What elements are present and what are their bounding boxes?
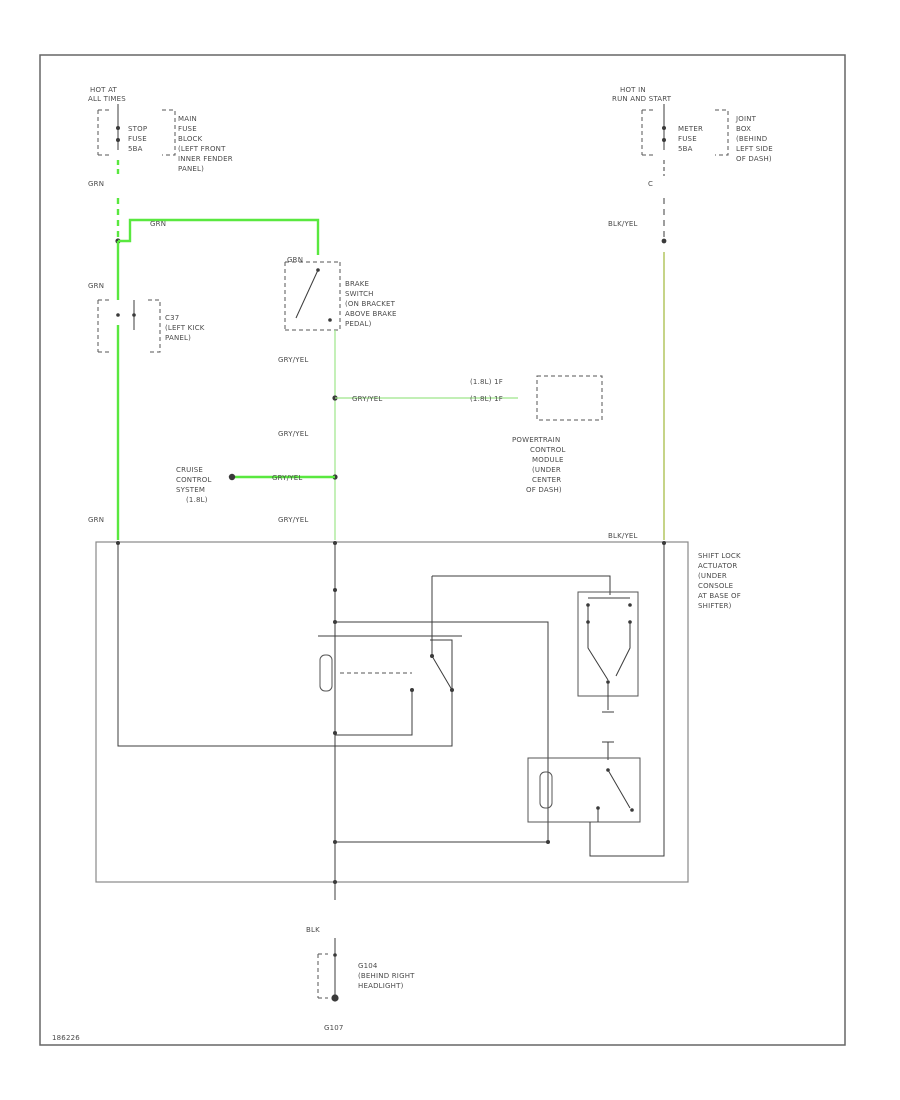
diagram-label: CONTROL [530, 446, 566, 454]
c37-connector: C37 (LEFT KICK PANEL) [97, 299, 205, 353]
grn-branch-brake [118, 218, 320, 255]
pcm-box [536, 375, 603, 421]
diagram-label: SHIFT LOCK [698, 552, 741, 560]
diagram-label: (1.8L) 1F [470, 378, 503, 386]
diagram-label: FUSE [678, 135, 697, 143]
diagram-label: OF DASH) [526, 486, 562, 494]
diagram-label: 5BA [678, 145, 693, 153]
diagram-label: BOX [736, 125, 751, 133]
diagram-label: BLK/YEL [608, 532, 638, 540]
right-fuse: HOT IN RUN AND START METER FUSE 5BA JOIN… [612, 86, 773, 163]
diagram-label: PANEL) [165, 334, 191, 342]
diagram-label: PEDAL) [345, 320, 372, 328]
diagram-label: JOINT [735, 115, 757, 123]
diagram-label: METER [678, 125, 703, 133]
diagram-label: (UNDER [698, 572, 727, 580]
diagram-label: GRY/YEL [278, 516, 308, 524]
diagram-label: GRN [287, 256, 303, 264]
shift-lock-actuator [95, 541, 689, 883]
diagram-label: HOT IN [620, 86, 646, 94]
brake-switch: GRN BRAKE SWITCH (ON BRACKET ABOVE BRAKE… [284, 256, 397, 331]
diagram-label: SYSTEM [176, 486, 205, 494]
diagram-label: (UNDER [532, 466, 561, 474]
diagram-label: BLK [306, 926, 320, 934]
diagram-label: GRY/YEL [352, 395, 382, 403]
diagram-label: GRY/YEL [272, 474, 302, 482]
ground-g104: G104 (BEHIND RIGHT HEADLIGHT) G107 [317, 938, 415, 1032]
diagram-label: (LEFT KICK [165, 324, 205, 332]
diagram-label: HOT AT [90, 86, 118, 94]
diagram-label: SWITCH [345, 290, 374, 298]
diagram-label: CENTER [532, 476, 561, 484]
diagram-label: G104 [358, 962, 378, 970]
diagram-label: BRAKE [345, 280, 369, 288]
diagram-label: FUSE [178, 125, 197, 133]
cruise-label: CRUISE CONTROL SYSTEM (1.8L) [176, 466, 212, 504]
diagram-label: GRN [88, 282, 104, 290]
diagram-label: ABOVE BRAKE [345, 310, 397, 318]
diagram-label: CONSOLE [698, 582, 733, 590]
actuator-internal [117, 543, 665, 900]
left-fuse: HOT AT ALL TIMES STOP FUSE 5BA MAIN FUSE… [88, 86, 233, 173]
diagram-label: (BEHIND [736, 135, 767, 143]
diagram-label: ACTUATOR [698, 562, 737, 570]
diagram-label: BLOCK [178, 135, 203, 143]
diagram-label: PANEL) [178, 165, 204, 173]
diagram-label: C37 [165, 314, 179, 322]
diagram-label: SHIFTER) [698, 602, 732, 610]
diagram-label: GRN [88, 180, 104, 188]
figure-id: 186226 [52, 1034, 80, 1042]
diagram-label: INNER FENDER [178, 155, 233, 163]
diagram-label: (LEFT FRONT [178, 145, 226, 153]
diagram-label: LEFT SIDE [736, 145, 773, 153]
diagram-label: G107 [324, 1024, 344, 1032]
diagram-label: (1.8L) 1F [470, 395, 503, 403]
diagram-label: AT BASE OF [698, 592, 741, 600]
diagram-label: 5BA [128, 145, 143, 153]
diagram-frame [39, 54, 846, 1046]
diagram-label: STOP [128, 125, 147, 133]
diagram-label: GRN [150, 220, 166, 228]
pcm-label: POWERTRAIN CONTROL MODULE (UNDER CENTER … [512, 436, 566, 494]
diagram-label: CRUISE [176, 466, 203, 474]
diagram-label: MODULE [532, 456, 564, 464]
diagram-label: C [648, 180, 653, 188]
diagram-label: GRY/YEL [278, 430, 308, 438]
diagram-label: (BEHIND RIGHT [358, 972, 415, 980]
diagram-label: GRN [88, 516, 104, 524]
diagram-label: BLK/YEL [608, 220, 638, 228]
diagram-label: MAIN [178, 115, 197, 123]
diagram-label: OF DASH) [736, 155, 772, 163]
diagram-label: CONTROL [176, 476, 212, 484]
diagram-label: HEADLIGHT) [358, 982, 404, 990]
diagram-label: RUN AND START [612, 95, 672, 103]
diagram-label: ALL TIMES [88, 95, 126, 103]
diagram-label: GRY/YEL [278, 356, 308, 364]
diagram-label: FUSE [128, 135, 147, 143]
diagram-label: (ON BRACKET [345, 300, 396, 308]
diagram-label: (1.8L) [186, 496, 208, 504]
diagram-label: POWERTRAIN [512, 436, 560, 444]
shift-lock-label: SHIFT LOCK ACTUATOR (UNDER CONSOLE AT BA… [698, 552, 741, 610]
